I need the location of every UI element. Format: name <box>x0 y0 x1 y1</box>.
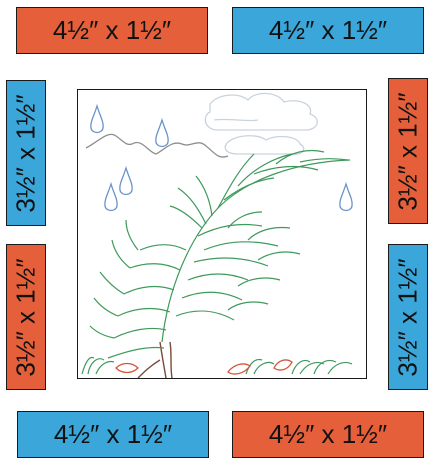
right-top-strip-label: 3½″ x 1½″ <box>393 92 424 210</box>
leaf-icon <box>116 364 138 373</box>
bottom-left-strip: 4½″ x 1½″ <box>17 411 209 458</box>
bottom-left-strip-label: 4½″ x 1½″ <box>54 419 172 450</box>
left-bottom-strip: 3½″ x 1½″ <box>6 244 46 390</box>
raindrop-icon <box>105 184 117 211</box>
leaf-icon <box>274 360 292 370</box>
fallen-leaves <box>116 360 292 374</box>
left-top-strip: 3½″ x 1½″ <box>6 80 46 226</box>
raindrop-icon <box>120 168 132 195</box>
top-left-strip-label: 4½″ x 1½″ <box>53 15 171 46</box>
bottom-right-strip: 4½″ x 1½″ <box>232 411 424 458</box>
right-bottom-strip-label: 3½″ x 1½″ <box>393 258 424 376</box>
bottom-right-strip-label: 4½″ x 1½″ <box>269 419 387 450</box>
left-top-strip-label: 3½″ x 1½″ <box>11 94 42 212</box>
raindrops <box>91 106 352 211</box>
raindrop-icon <box>156 120 168 147</box>
windblown-tree-illustration <box>78 90 366 378</box>
top-right-strip-label: 4½″ x 1½″ <box>269 15 387 46</box>
tree-foliage <box>90 151 350 359</box>
right-top-strip: 3½″ x 1½″ <box>388 78 428 224</box>
left-bottom-strip-label: 3½″ x 1½″ <box>11 258 42 376</box>
top-right-strip: 4½″ x 1½″ <box>232 7 424 54</box>
center-illustration-panel <box>77 89 367 379</box>
raindrop-icon <box>91 106 103 133</box>
right-bottom-strip: 3½″ x 1½″ <box>388 244 428 390</box>
cloud-outline <box>205 93 317 154</box>
mountain-outline <box>86 134 228 157</box>
top-left-strip: 4½″ x 1½″ <box>16 7 208 54</box>
raindrop-icon <box>340 184 352 211</box>
